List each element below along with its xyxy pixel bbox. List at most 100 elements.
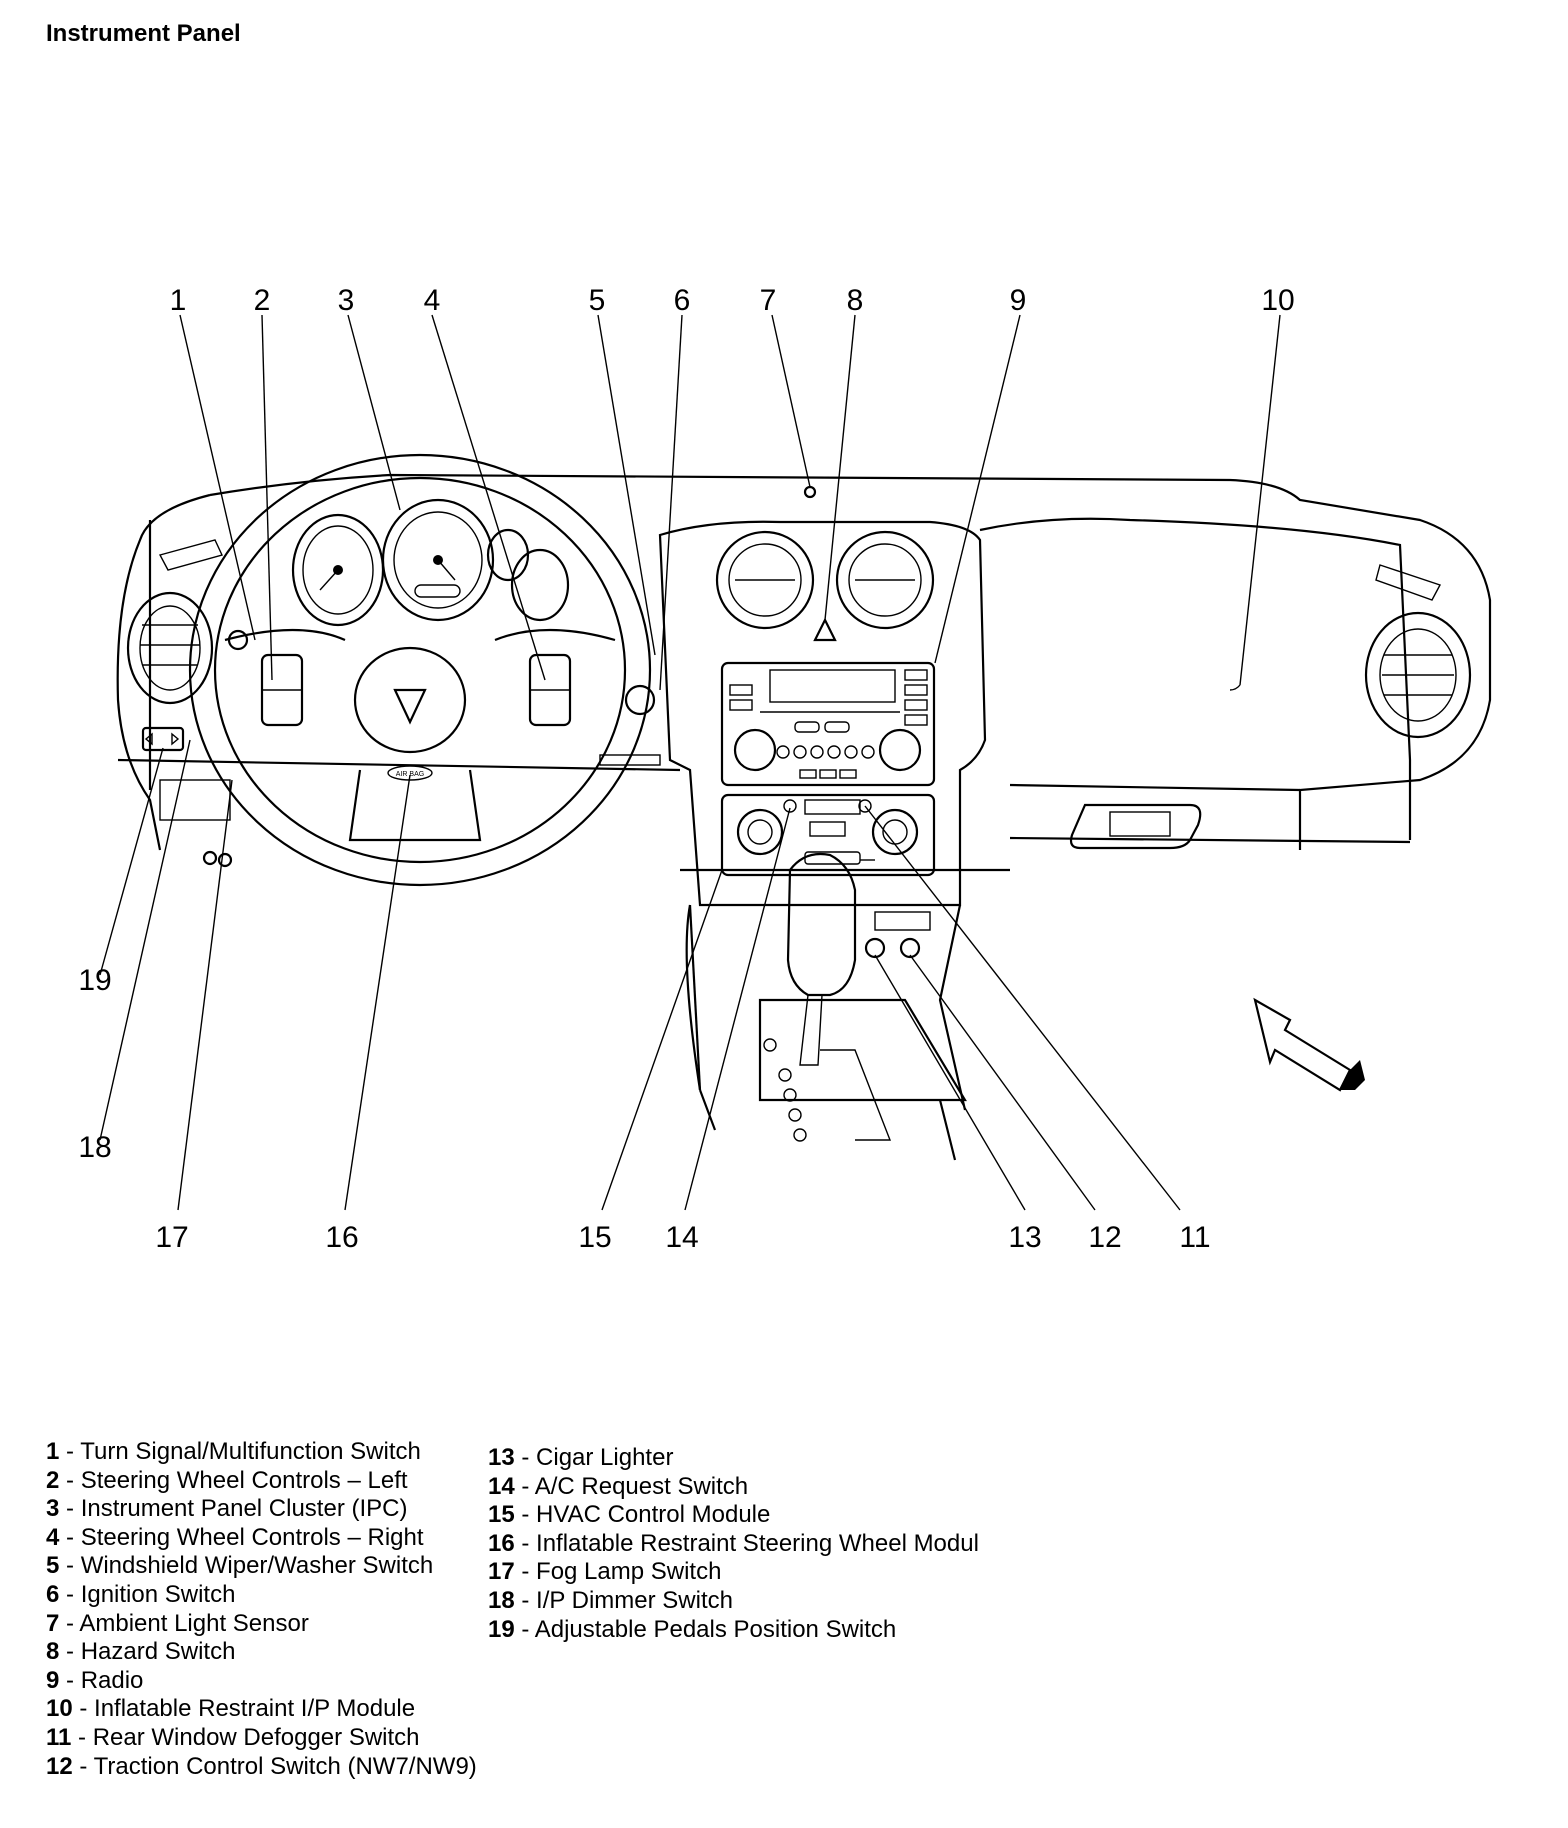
callout-15: 15: [578, 1221, 611, 1254]
callout-10: 10: [1261, 284, 1294, 317]
legend-number: 6: [46, 1580, 60, 1608]
legend-number: 9: [46, 1666, 60, 1694]
legend-separator: -: [59, 1438, 81, 1465]
legend-label: Traction Control Switch (NW7/NW9): [93, 1752, 477, 1780]
legend-number: 14: [488, 1472, 515, 1500]
legend-label: Fog Lamp Switch: [536, 1558, 722, 1586]
callout-9: 9: [1010, 284, 1027, 317]
legend-label: Adjustable Pedals Position Switch: [534, 1615, 897, 1643]
legend-number: 10: [46, 1695, 73, 1723]
legend-number: 5: [46, 1552, 60, 1580]
legend-label: Cigar Lighter: [536, 1444, 674, 1471]
legend-separator: -: [514, 1529, 537, 1557]
legend-number: 3: [46, 1495, 60, 1523]
legend-number: 4: [46, 1523, 60, 1551]
legend-item: 5 - Windshield Wiper/Washer Switch: [46, 1552, 477, 1581]
instrument-cluster: [291, 498, 570, 627]
callout-8: 8: [847, 284, 864, 317]
callout-18: 18: [78, 1131, 111, 1164]
front-direction-arrow: [1253, 997, 1365, 1092]
legend-separator: -: [514, 1501, 537, 1529]
legend-separator: -: [59, 1638, 81, 1666]
callout-4: 4: [424, 284, 441, 317]
legend-item: 7 - Ambient Light Sensor: [46, 1610, 477, 1639]
legend-item: 9 - Radio: [46, 1667, 477, 1696]
legend-separator: -: [514, 1444, 537, 1471]
legend-number: 11: [46, 1723, 72, 1751]
callout-5: 5: [589, 284, 606, 317]
legend-item: 17 - Fog Lamp Switch: [488, 1558, 979, 1587]
legend-separator: -: [514, 1615, 535, 1643]
callout-14: 14: [665, 1221, 698, 1254]
legend-label: Inflatable Restraint I/P Module: [94, 1695, 416, 1723]
legend-item: 15 - HVAC Control Module: [488, 1501, 979, 1530]
callout-13: 13: [1008, 1221, 1041, 1254]
legend-separator: -: [59, 1552, 81, 1580]
dashboard-outline: [116, 473, 1492, 872]
left-switch-cluster: [141, 629, 249, 868]
legend-separator: -: [514, 1586, 537, 1614]
callout-3: 3: [338, 284, 355, 317]
legend-number: 12: [46, 1752, 73, 1780]
right-air-vent: [1364, 611, 1472, 739]
legend-number: 2: [46, 1466, 60, 1494]
legend-item: 13 - Cigar Lighter: [488, 1444, 979, 1473]
callout-11: 11: [1179, 1221, 1210, 1254]
legend-separator: -: [514, 1558, 537, 1586]
center-stack: [658, 485, 987, 1161]
legend-number: 15: [488, 1501, 515, 1529]
legend-separator: -: [72, 1752, 94, 1780]
legend-item: 10 - Inflatable Restraint I/P Module: [46, 1695, 477, 1724]
legend-item: 18 - I/P Dimmer Switch: [488, 1587, 979, 1616]
legend-item: 4 - Steering Wheel Controls – Right: [46, 1524, 477, 1553]
legend-label: Instrument Panel Cluster (IPC): [80, 1495, 408, 1523]
legend-number: 18: [488, 1586, 515, 1614]
legend-label: Steering Wheel Controls – Right: [80, 1523, 424, 1551]
legend-number: 8: [46, 1638, 60, 1666]
legend-item: 1 - Turn Signal/Multifunction Switch: [46, 1438, 477, 1467]
callout-19: 19: [78, 964, 111, 997]
legend-separator: -: [71, 1723, 93, 1751]
legend-label: I/P Dimmer Switch: [536, 1586, 733, 1614]
page-title: Instrument Panel: [46, 20, 241, 47]
callout-6: 6: [674, 284, 691, 317]
legend-label: A/C Request Switch: [534, 1472, 749, 1500]
legend-item: 8 - Hazard Switch: [46, 1638, 477, 1667]
left-air-vent: [126, 591, 214, 705]
legend-label: Hazard Switch: [80, 1638, 236, 1666]
legend-item: 16 - Inflatable Restraint Steering Wheel…: [488, 1530, 979, 1559]
legend-separator: -: [59, 1466, 81, 1494]
legend-label: Ambient Light Sensor: [79, 1609, 309, 1637]
legend-label: Rear Window Defogger Switch: [92, 1723, 420, 1751]
legend-label: Steering Wheel Controls – Left: [80, 1466, 408, 1494]
leader-lines: [99, 314, 1281, 1211]
legend-label: Turn Signal/Multifunction Switch: [80, 1438, 421, 1465]
legend-item: 11 - Rear Window Defogger Switch: [46, 1724, 477, 1753]
callout-7: 7: [760, 284, 777, 317]
legend-item: 6 - Ignition Switch: [46, 1581, 477, 1610]
legend-number: 17: [488, 1558, 515, 1586]
legend-number: 13: [488, 1444, 515, 1471]
legend-separator: -: [59, 1609, 80, 1637]
legend-separator: -: [59, 1523, 81, 1551]
legend-label: Inflatable Restraint Steering Wheel Modu…: [536, 1529, 979, 1557]
legend-label: HVAC Control Module: [536, 1501, 771, 1529]
legend-separator: -: [59, 1580, 81, 1608]
legend-item: 14 - A/C Request Switch: [488, 1473, 979, 1502]
legend-number: 19: [488, 1615, 515, 1643]
airbag-label: AIR BAG: [396, 771, 424, 778]
ignition-switch-area: [599, 684, 661, 766]
callout-1: 1: [170, 284, 187, 317]
legend-item: 3 - Instrument Panel Cluster (IPC): [46, 1495, 477, 1524]
legend-separator: -: [514, 1472, 535, 1500]
legend-separator: -: [72, 1695, 95, 1723]
legend-number: 16: [488, 1529, 515, 1557]
legend-label: Windshield Wiper/Washer Switch: [80, 1552, 434, 1580]
legend-label: Radio: [80, 1666, 144, 1694]
steering-wheel: AIR BAG: [188, 453, 652, 887]
legend-item: 12 - Traction Control Switch (NW7/NW9): [46, 1753, 477, 1782]
legend-separator: -: [59, 1495, 81, 1523]
